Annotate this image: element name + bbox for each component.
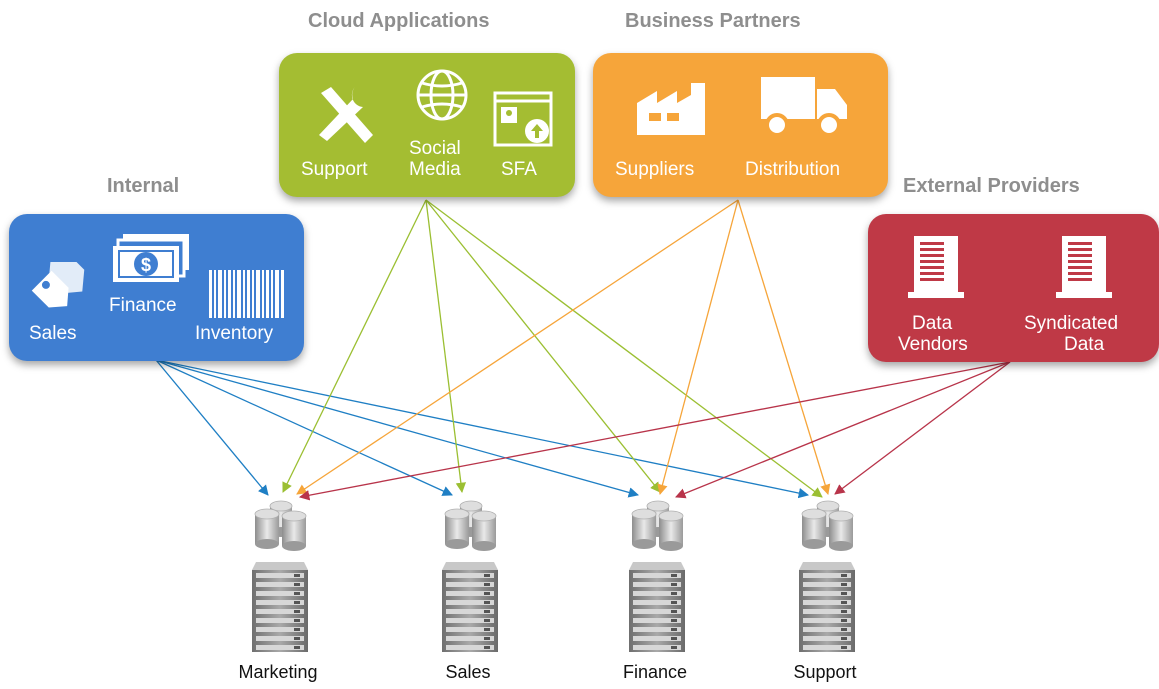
internal-sales-label: Sales: [29, 323, 77, 344]
external-vendors-label-line2: Vendors: [898, 334, 968, 355]
connection-arrow-external: [298, 361, 1011, 501]
data-vendor-building-icon: [908, 236, 964, 298]
price-tag-icon: [31, 262, 85, 308]
database-stack-icon: [442, 500, 498, 652]
connection-arrow-partners: [657, 199, 739, 496]
external-vendors-label-line1: Data: [912, 313, 953, 334]
connection-arrow-internal: [155, 359, 269, 496]
database-stack-icon: [799, 500, 855, 652]
globe-icon: [416, 69, 468, 121]
connection-arrow-partners: [737, 199, 831, 495]
connection-arrow-cloud: [425, 199, 661, 493]
barcode-icon: [209, 270, 284, 318]
connection-arrow-cloud: [425, 199, 823, 498]
target-sales-label: Sales: [445, 662, 491, 682]
connection-arrow-cloud: [282, 199, 427, 493]
target-marketing-label: Marketing: [238, 662, 318, 682]
target-finance-label: Finance: [622, 662, 688, 682]
external-syndicated-label-line2: Data: [1064, 334, 1105, 355]
money-stack-icon: $: [113, 234, 189, 282]
truck-icon: [761, 77, 847, 137]
connection-arrow-cloud: [425, 199, 467, 494]
external-syndicated-label-line1: Syndicated: [1024, 313, 1119, 334]
connection-arrow-internal: [155, 359, 810, 499]
connection-arrow-partners: [296, 199, 739, 495]
svg-text:$: $: [141, 255, 151, 275]
internal-finance-label: Finance: [109, 295, 177, 316]
target-sales: [438, 500, 502, 665]
database-stack-icon: [252, 500, 308, 652]
external-box: Data Vendors Syndicated Data: [868, 214, 1159, 362]
cloud-social-label-line2: Media: [409, 159, 461, 180]
target-support: [795, 500, 859, 665]
cloud-sfa-label: SFA: [501, 159, 537, 180]
target-support-label: Support: [793, 662, 857, 682]
group-title-internal: Internal: [107, 175, 180, 197]
internal-box: Sales $ Finance Inventory: [9, 214, 304, 361]
cloud-social-label-line1: Social: [409, 138, 461, 159]
partners-distribution-label: Distribution: [745, 159, 841, 180]
cloud-support-label: Support: [301, 159, 368, 180]
connection-arrow-internal: [155, 359, 453, 496]
factory-icon: [637, 83, 705, 135]
target-finance: [625, 500, 689, 665]
database-stack-icon: [629, 500, 685, 652]
connection-arrow-external: [834, 361, 1011, 495]
internal-inventory-label: Inventory: [195, 323, 274, 344]
cloud-box: Support Social Media SFA: [279, 53, 575, 197]
group-title-external: External Providers: [903, 175, 1080, 197]
group-title-cloud: Cloud Applications: [308, 10, 490, 32]
connection-arrow-external: [675, 361, 1011, 499]
syndicated-data-building-icon: [1056, 236, 1112, 298]
tools-icon: [319, 87, 373, 143]
sfa-app-icon: [493, 91, 553, 147]
partners-box: Suppliers Distribution: [593, 53, 888, 197]
group-title-partners: Business Partners: [625, 10, 801, 32]
target-marketing: [248, 500, 312, 665]
partners-suppliers-label: Suppliers: [615, 159, 695, 180]
